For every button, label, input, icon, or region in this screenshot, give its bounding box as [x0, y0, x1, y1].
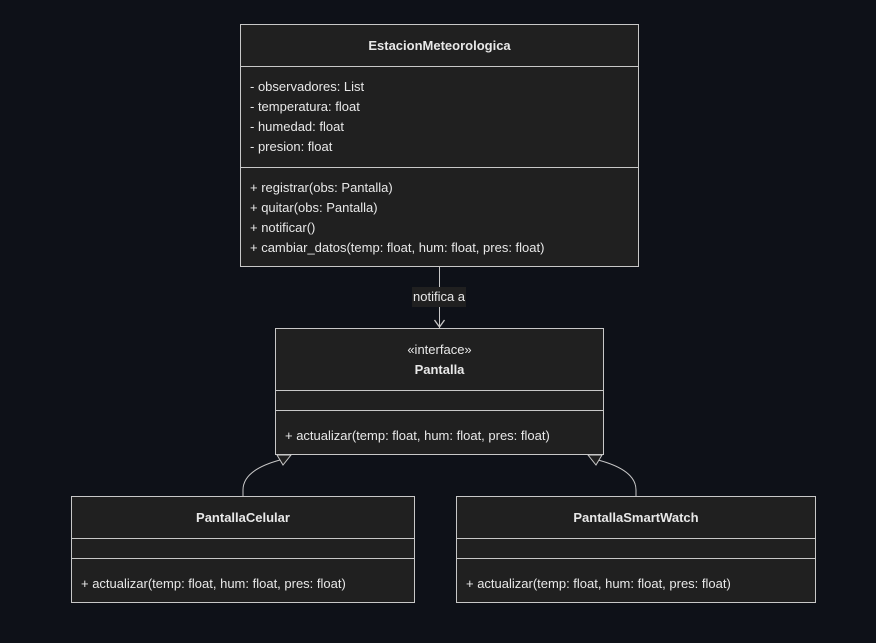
class-pantalla-interface[interactable]: «interface» Pantalla + actualizar(temp: …: [275, 328, 604, 455]
edge-celular-to-pantalla: [242, 459, 281, 496]
attribute: - presion: float: [250, 139, 333, 154]
class-pantalla-celular[interactable]: PantallaCelular + actualizar(temp: float…: [71, 496, 415, 603]
realization-triangle-smartwatch: [586, 454, 603, 466]
class-estacion-meteorologica[interactable]: EstacionMeteorologica - observadores: Li…: [240, 24, 639, 267]
realization-triangle-celular: [276, 454, 293, 466]
class-name: Pantalla: [414, 361, 465, 377]
attributes-section: - observadores: List - temperatura: floa…: [241, 66, 638, 167]
arrowhead-pantalla: [433, 319, 446, 329]
edge-smartwatch-to-pantalla: [597, 459, 637, 496]
method: + registrar(obs: Pantalla): [250, 180, 393, 195]
methods-section: + actualizar(temp: float, hum: float, pr…: [276, 410, 603, 454]
class-name: PantallaCelular: [196, 510, 290, 525]
class-name: PantallaSmartWatch: [573, 510, 699, 525]
method: + actualizar(temp: float, hum: float, pr…: [466, 576, 731, 591]
attributes-section: [457, 538, 815, 558]
methods-section: + actualizar(temp: float, hum: float, pr…: [72, 558, 414, 602]
class-header: PantallaSmartWatch: [457, 497, 815, 538]
methods-section: + registrar(obs: Pantalla) + quitar(obs:…: [241, 167, 638, 266]
class-header: PantallaCelular: [72, 497, 414, 538]
attributes-section: [276, 390, 603, 410]
method: + actualizar(temp: float, hum: float, pr…: [81, 576, 346, 591]
class-pantalla-smartwatch[interactable]: PantallaSmartWatch + actualizar(temp: fl…: [456, 496, 816, 603]
class-name: EstacionMeteorologica: [368, 38, 511, 53]
attribute: - temperatura: float: [250, 99, 360, 114]
method: + quitar(obs: Pantalla): [250, 200, 378, 215]
method: + actualizar(temp: float, hum: float, pr…: [285, 428, 550, 443]
attributes-section: [72, 538, 414, 558]
method: + notificar(): [250, 220, 316, 235]
stereotype-label: «interface»: [407, 341, 472, 357]
methods-section: + actualizar(temp: float, hum: float, pr…: [457, 558, 815, 602]
class-header: EstacionMeteorologica: [241, 25, 638, 66]
class-header: «interface» Pantalla: [276, 329, 603, 390]
attribute: - humedad: float: [250, 119, 344, 134]
edge-label-notifica: notifica a: [412, 287, 467, 307]
attribute: - observadores: List: [250, 79, 365, 94]
method: + cambiar_datos(temp: float, hum: float,…: [250, 240, 545, 255]
